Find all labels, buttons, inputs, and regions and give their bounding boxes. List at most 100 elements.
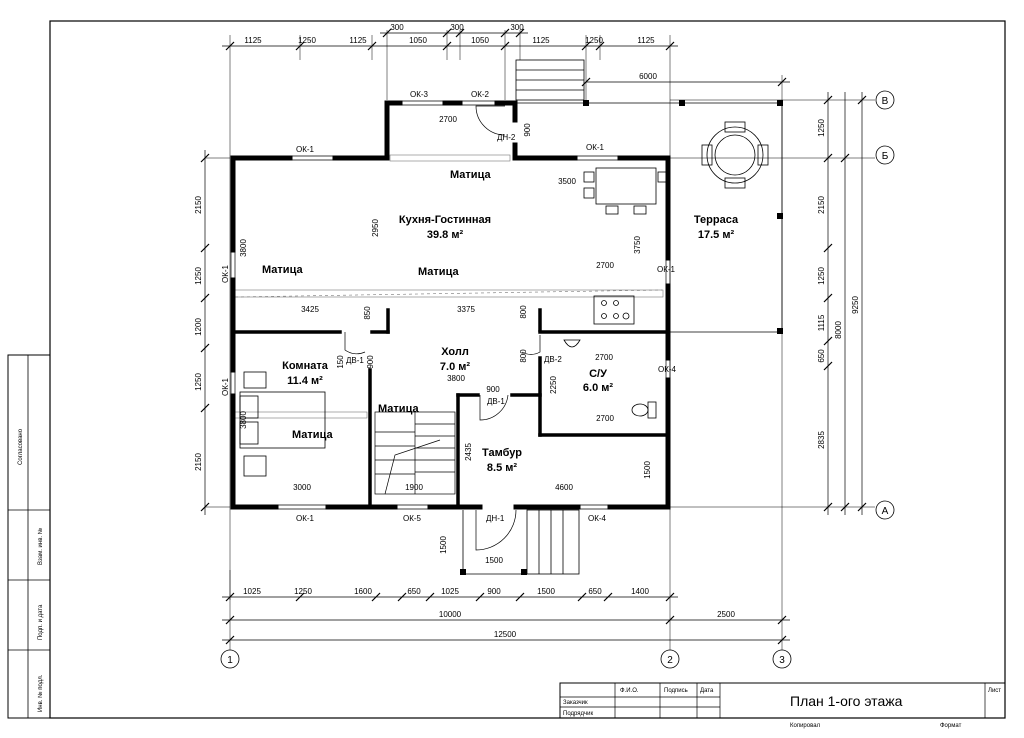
stamp-inv-orig: Инв. № подл.: [37, 674, 44, 712]
axis-label-b: Б: [882, 151, 889, 162]
dim-inner-26: 1500: [439, 536, 448, 554]
dim-bottom-4: 650: [407, 587, 421, 596]
dim-bottom-5: 1025: [441, 587, 459, 596]
dim-inner-18: 900: [486, 385, 500, 394]
opening-ok3: ОК-3: [410, 90, 429, 99]
terrace-table: [701, 121, 769, 189]
dim-inner-27: 1500: [485, 556, 503, 565]
dim-inner-21: 2435: [464, 443, 473, 461]
opening-dv1-vestibule: ДВ-1: [487, 397, 505, 406]
dim-bottom-total: 12500: [494, 630, 517, 639]
tb-col-fio: Ф.И.О.: [620, 688, 639, 694]
dim-bottom-9: 1400: [631, 587, 649, 596]
kitchen-table: [583, 167, 667, 215]
dim-left-4: 1250: [194, 373, 203, 391]
beam-label-5: Матица: [292, 429, 333, 441]
dim-inner-14: 900: [366, 355, 375, 369]
dim-inner-10: 3375: [457, 305, 475, 314]
dim-top-s1: 300: [390, 23, 404, 32]
opening-ok5: ОК-5: [403, 514, 422, 523]
beam-label-3: Матица: [418, 266, 459, 278]
dim-bottom-3: 1600: [354, 587, 372, 596]
dim-inner-6: 3750: [633, 236, 642, 254]
porch-posts: [460, 569, 527, 575]
opening-ok1-bottom: ОК-1: [296, 514, 315, 523]
axis-label-v: В: [882, 96, 889, 107]
dim-left-2: 1250: [194, 267, 203, 285]
opening-ok1-top: ОК-1: [296, 145, 315, 154]
tb-row-contractor: Подрядчик: [563, 711, 594, 717]
dim-top-3: 1125: [349, 36, 367, 45]
dim-left-5: 2150: [194, 453, 203, 471]
dim-top-5: 1050: [471, 36, 489, 45]
dim-left-3: 1200: [194, 318, 203, 336]
dim-right-1: 1250: [817, 119, 826, 137]
dim-top-1: 1125: [244, 36, 262, 45]
room-name-terrace: Терраса: [694, 214, 739, 226]
dim-inner-20: 3800: [239, 411, 248, 429]
room-area-wc: 6.0 м²: [583, 382, 613, 394]
axis-label-1: 1: [227, 655, 233, 666]
dimension-lines: [204, 32, 863, 641]
dim-inner-11: 800: [519, 305, 528, 319]
dim-right-6: 2835: [817, 431, 826, 449]
dim-bottom-8: 650: [588, 587, 602, 596]
dim-top-terrace: 6000: [639, 72, 657, 81]
dim-bottom-6: 900: [487, 587, 501, 596]
dim-inner-13: 150: [336, 355, 345, 369]
dim-inner-22: 1500: [643, 461, 652, 479]
dim-inner-16: 2700: [595, 353, 613, 362]
opening-ok1-topright: ОК-1: [586, 143, 605, 152]
dim-inner-3: 3500: [558, 177, 576, 186]
dim-inner-12: 800: [519, 349, 528, 363]
stamp-sign-date: Подп. и дата: [38, 604, 44, 640]
room-name-room: Комната: [282, 360, 329, 372]
beam-label-4: Матица: [378, 403, 419, 415]
tb-col-sign: Подпись: [664, 688, 688, 694]
dim-left-1: 2150: [194, 196, 203, 214]
terrace-outline: [505, 59, 783, 333]
dimension-ticks: [200, 28, 867, 645]
dim-bottom-7: 1500: [537, 587, 555, 596]
sheet-frame: [7, 20, 1006, 719]
beam-label-2: Матица: [262, 264, 303, 276]
dim-inner-24: 1900: [405, 483, 423, 492]
opening-ok1-left1: ОК-1: [221, 264, 230, 283]
dim-top-7: 1250: [585, 36, 603, 45]
tb-format: Формат: [940, 723, 962, 729]
room-bed: [239, 371, 326, 477]
dim-inner-9: 850: [363, 306, 372, 320]
stamp-inv-repl: Взам. инв. №: [37, 528, 44, 565]
stamp-agreed: Согласовано: [18, 428, 24, 465]
dim-inner-25: 4600: [555, 483, 573, 492]
opening-dn1: ДН-1: [486, 514, 505, 523]
dim-right-8: 9250: [851, 296, 860, 314]
opening-ok1-right: ОК-1: [657, 265, 676, 274]
dim-bottom-2: 1250: [294, 587, 312, 596]
axis-markers: [220, 90, 895, 669]
dim-inner-1: 2700: [439, 115, 457, 124]
interior-stairs: [374, 411, 456, 495]
axis-label-a: А: [882, 506, 889, 517]
door-swings: [344, 105, 541, 551]
dim-bottom-1: 1025: [243, 587, 261, 596]
room-area-vestibule: 8.5 м²: [487, 462, 517, 474]
wc-fixtures: [563, 339, 657, 419]
room-name-kitchen: Кухня-Гостинная: [399, 214, 491, 226]
room-name-vestibule: Тамбур: [482, 447, 522, 459]
dim-right-4: 1115: [817, 314, 826, 331]
beam-label-1: Матица: [450, 169, 491, 181]
tb-col-date: Дата: [700, 688, 714, 694]
dim-top-2: 1250: [298, 36, 316, 45]
dim-right-5: 650: [817, 349, 826, 363]
dim-top-8: 1125: [637, 36, 655, 45]
dim-inner-15: 3800: [447, 374, 465, 383]
dim-bottom-total-2: 2500: [717, 610, 735, 619]
entrance-porch: [462, 509, 580, 575]
room-name-hall: Холл: [441, 346, 469, 358]
room-name-wc: С/У: [589, 368, 607, 380]
interior-walls: [231, 308, 670, 509]
main-walls: [230, 100, 671, 510]
dim-bottom-total-1: 10000: [439, 610, 462, 619]
tb-sheet-label: Лист: [988, 688, 1001, 694]
